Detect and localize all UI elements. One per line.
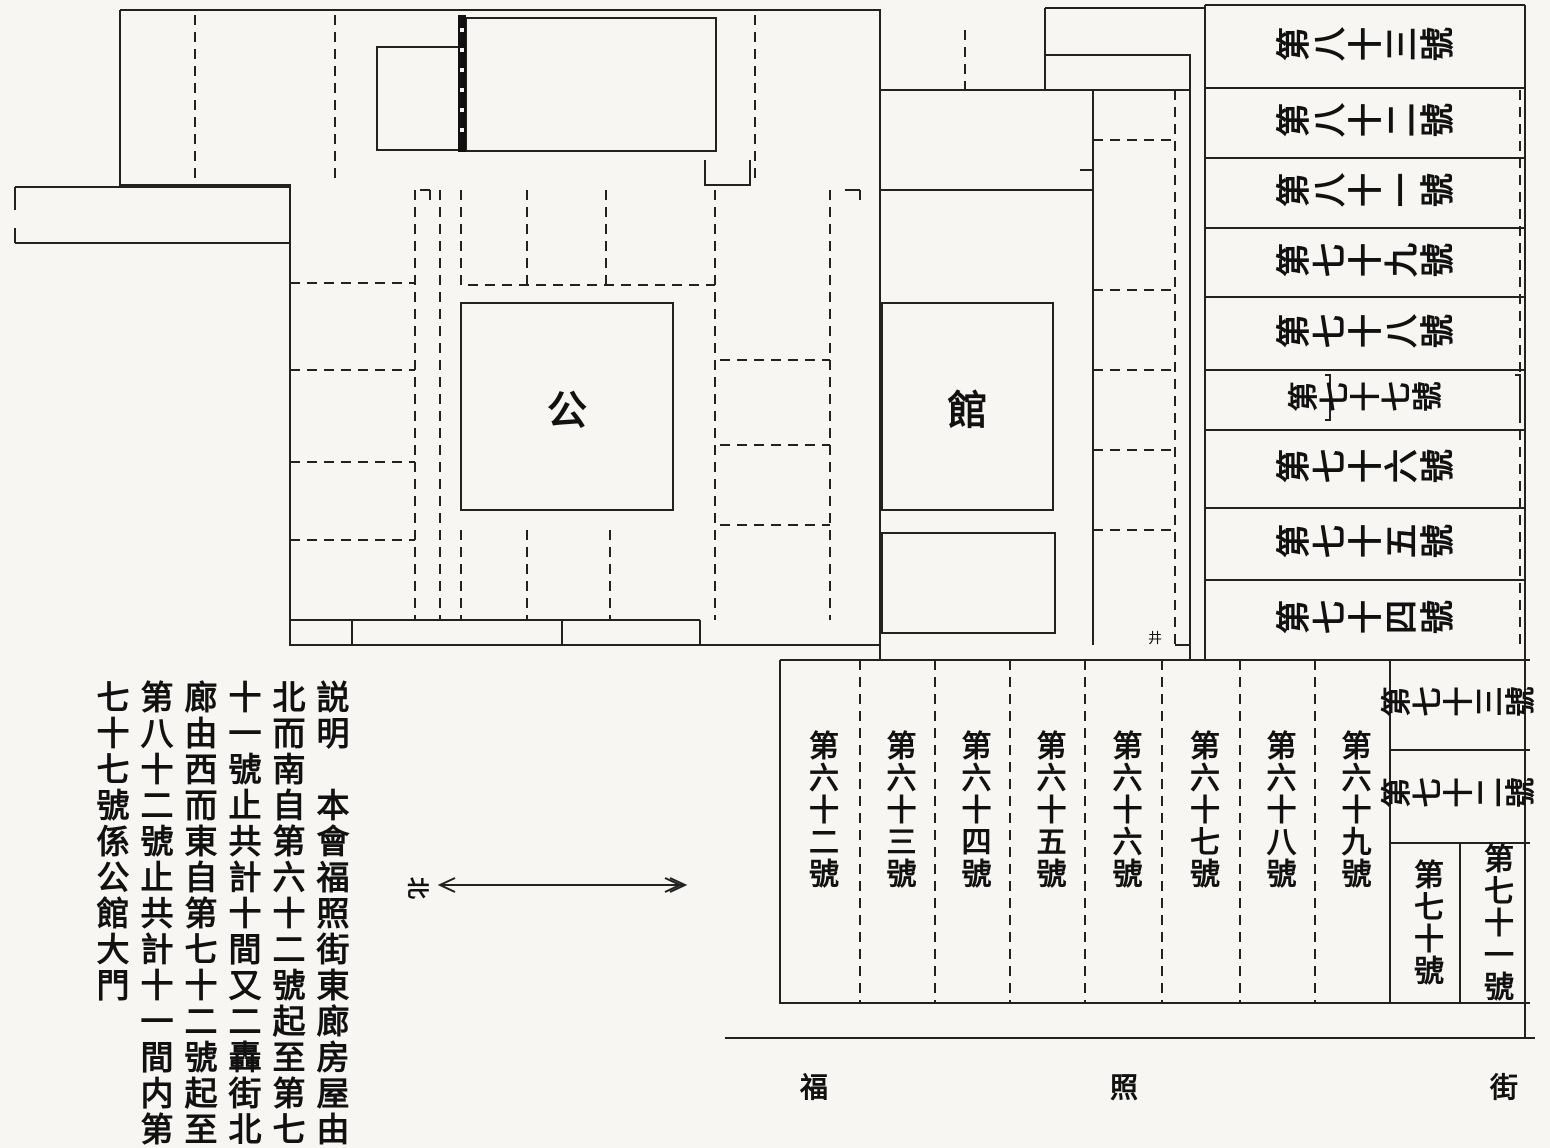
east-room-cell: 第七十三號 xyxy=(1380,660,1535,750)
street-char-1: 福 xyxy=(800,1071,829,1104)
street-char-3: 街 xyxy=(1490,1071,1519,1104)
east-room-label: 第八十二號 xyxy=(1275,103,1455,144)
east-room-label: 第八十一號 xyxy=(1275,173,1455,214)
west-annex xyxy=(14,186,290,244)
south-room-cell: 第六十五號 xyxy=(1010,730,1085,910)
ne-blocks xyxy=(1044,7,1205,660)
east-room-label: 第七十二號 xyxy=(1380,778,1535,814)
east-room-cell: 第八十一號 xyxy=(1205,158,1525,228)
compass-north-label: 北 xyxy=(404,876,431,900)
east-room-label: 第七十四號 xyxy=(1275,600,1455,641)
north-room-2 xyxy=(465,17,717,152)
east-room-cell: 第七十二號 xyxy=(1380,750,1535,843)
corner-room-cell: 第七十一號 xyxy=(1460,843,1530,1003)
compass-arrow xyxy=(437,877,688,893)
courtyard-east xyxy=(881,302,1054,511)
south-room-label: 第六十七號 xyxy=(1184,730,1219,890)
east-room-cell: 第七十八號 xyxy=(1205,297,1525,370)
note-line: 十一號止共計十間又二轟街北 xyxy=(223,680,262,1148)
south-room-cell: 第六十八號 xyxy=(1240,730,1315,910)
corner-room-label: 第七十號 xyxy=(1408,859,1443,987)
east-room-label: 第七十七號 xyxy=(1287,382,1443,417)
corner-room-cell: 第七十號 xyxy=(1390,848,1460,998)
south-inner-room xyxy=(881,532,1056,634)
east-room-label: 第七十九號 xyxy=(1275,243,1455,283)
east-room-cell: 第八十二號 xyxy=(1205,88,1525,158)
explanation-note: 説明 本會福照街東廊房屋由 北而南自第六十二號起至第七 十一號止共計十間又二轟街… xyxy=(91,680,350,1148)
south-room-cell: 第六十四號 xyxy=(935,730,1010,910)
hall-char-1-cell: 公 xyxy=(461,303,673,510)
south-room-label: 第六十三號 xyxy=(880,730,916,890)
east-column xyxy=(1204,4,1526,1038)
north-room xyxy=(376,46,462,151)
east-room-label: 第七十八號 xyxy=(1275,314,1455,354)
hall-char-1: 公 xyxy=(547,386,587,434)
south-room-label: 第六十二號 xyxy=(803,730,838,890)
south-room-cell: 第六十七號 xyxy=(1162,730,1240,910)
well-label: 井 xyxy=(1148,631,1162,647)
south-room-label: 第六十八號 xyxy=(1260,730,1296,890)
dark-wall xyxy=(458,15,466,152)
courtyard-west xyxy=(460,302,674,511)
east-room-label: 第八十三號 xyxy=(1275,27,1455,67)
east-room-cell: 第七十五號 xyxy=(1205,508,1525,580)
street-char-2: 照 xyxy=(1110,1071,1139,1104)
east-room-label: 第七十六號 xyxy=(1275,449,1455,490)
south-room-cell: 第六十三號 xyxy=(860,730,935,910)
east-room-label: 第七十五號 xyxy=(1275,524,1455,565)
south-room-cell: 第六十九號 xyxy=(1315,730,1390,910)
hall-char-2-cell: 館 xyxy=(882,303,1053,510)
south-room-label: 第六十四號 xyxy=(955,730,991,890)
east-room-cell: 第七十六號 xyxy=(1205,430,1525,508)
south-room-label: 第六十五號 xyxy=(1030,730,1066,890)
south-room-cell: 第六十二號 xyxy=(780,730,860,910)
south-row xyxy=(779,659,1530,1004)
note-line: 七十七號係公館大門 xyxy=(91,680,130,1004)
south-room-label: 第六十六號 xyxy=(1106,730,1142,890)
south-room-cell: 第六十六號 xyxy=(1085,730,1162,910)
floor-plan xyxy=(14,4,1535,1039)
note-line: 北而南自第六十二號起至第七 xyxy=(267,680,306,1148)
note-line: 説明 本會福照街東廊房屋由 xyxy=(311,680,350,1148)
note-line: 第八十二號止共計十一間内第 xyxy=(135,680,174,1148)
east-room-cell: 第八十三號 xyxy=(1205,5,1525,88)
east-room-cell: 第七十七號 xyxy=(1205,370,1525,430)
east-room-cell: 第七十四號 xyxy=(1205,580,1525,660)
hall-char-2: 館 xyxy=(947,386,988,434)
east-room-cell: 第七十九號 xyxy=(1205,228,1525,297)
note-line: 廊由西而東自第七十二號起至 xyxy=(179,680,218,1148)
corner-room-label: 第七十一號 xyxy=(1478,843,1513,1003)
east-room-label: 第七十三號 xyxy=(1380,687,1535,722)
south-room-label: 第六十九號 xyxy=(1335,730,1371,890)
